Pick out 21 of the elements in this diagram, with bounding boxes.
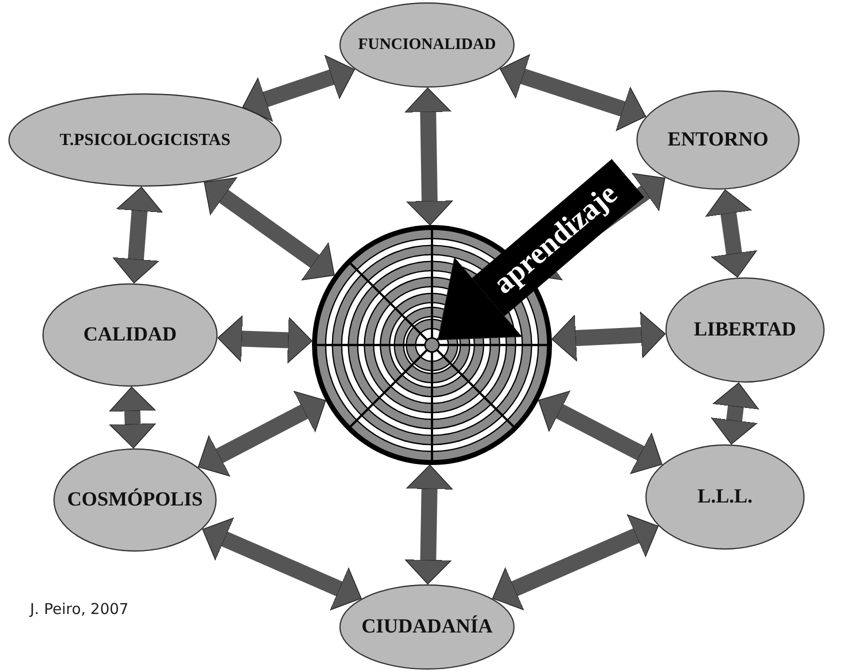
node-label: CIUDADANÍA [361, 616, 493, 638]
double-arrow [217, 315, 312, 364]
node-label: FUNCIONALIDAD [358, 36, 496, 53]
double-arrow [489, 514, 662, 610]
double-arrow [240, 54, 358, 122]
node-label: T.PSICOLOGICISTAS [60, 130, 230, 149]
double-arrow [551, 312, 666, 362]
node-label: CALIDAD [83, 324, 177, 346]
double-arrow [498, 54, 648, 132]
node-label: L.L.L. [697, 486, 753, 508]
caption: J. Peiro, 2007 [30, 600, 129, 618]
double-arrow [112, 186, 163, 284]
node-label: ENTORNO [668, 128, 768, 150]
double-arrow [404, 88, 453, 226]
double-arrow [705, 188, 758, 278]
node-label: COSMÓPOLIS [67, 488, 203, 510]
double-arrow [108, 386, 156, 448]
node-label: LIBERTAD [694, 318, 796, 340]
double-arrow [710, 382, 760, 446]
double-arrow [199, 518, 364, 610]
double-arrow [404, 464, 453, 584]
